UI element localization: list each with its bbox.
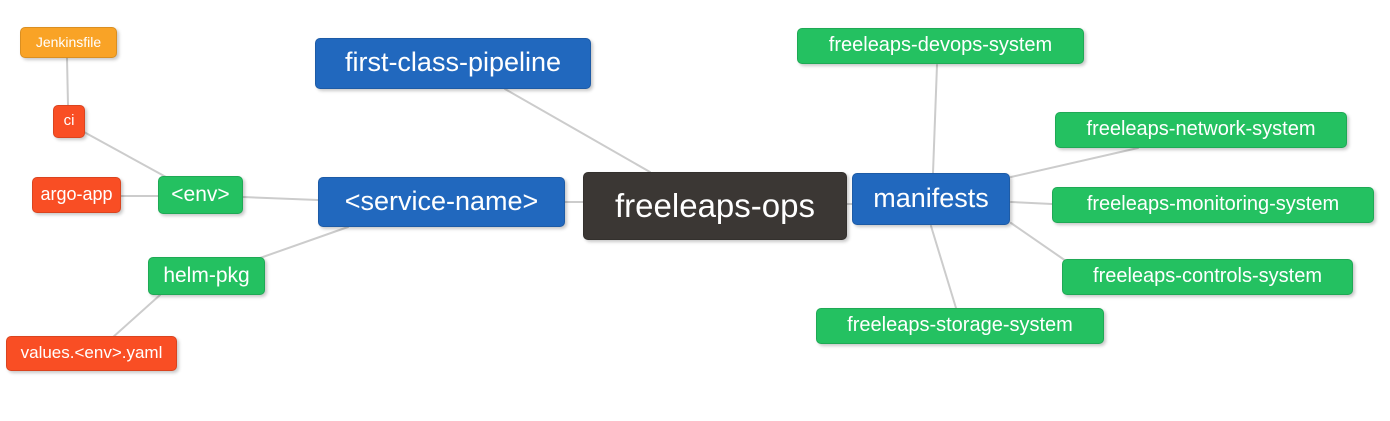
node-freeleaps-devops-system[interactable]: freeleaps-devops-system	[797, 28, 1084, 64]
edge-service-name-to-helm-pkg	[259, 226, 349, 259]
node-label-values-env-yaml: values.<env>.yaml	[20, 343, 163, 362]
node-freeleaps-storage-system[interactable]: freeleaps-storage-system	[816, 308, 1104, 344]
node-label-freeleaps-devops-system: freeleaps-devops-system	[828, 34, 1053, 56]
node-label-jenkinsfile: Jenkinsfile	[35, 33, 102, 50]
node-ci[interactable]: ci	[53, 105, 85, 138]
node-helm-pkg[interactable]: helm-pkg	[148, 257, 265, 295]
edge-manifests-to-freeleaps-devops-system	[932, 64, 938, 174]
node-service-name[interactable]: <service-name>	[318, 177, 565, 227]
node-argo-app[interactable]: argo-app	[32, 177, 121, 213]
node-label-service-name: <service-name>	[344, 185, 539, 216]
node-label-env: <env>	[171, 182, 230, 206]
node-label-freeleaps-controls-system: freeleaps-controls-system	[1093, 265, 1322, 287]
edge-manifests-to-freeleaps-monitoring-system	[1010, 201, 1053, 205]
node-freeleaps-network-system[interactable]: freeleaps-network-system	[1055, 112, 1347, 148]
node-label-ci: ci	[63, 112, 75, 129]
edge-manifests-to-freeleaps-storage-system	[930, 225, 957, 309]
node-freeleaps-ops[interactable]: freeleaps-ops	[583, 172, 847, 240]
node-values-env-yaml[interactable]: values.<env>.yaml	[6, 336, 177, 371]
node-label-freeleaps-monitoring-system: freeleaps-monitoring-system	[1086, 193, 1340, 215]
node-label-first-class-pipeline: first-class-pipeline	[344, 47, 562, 77]
node-freeleaps-monitoring-system[interactable]: freeleaps-monitoring-system	[1052, 187, 1374, 223]
node-freeleaps-controls-system[interactable]: freeleaps-controls-system	[1062, 259, 1353, 295]
node-first-class-pipeline[interactable]: first-class-pipeline	[315, 38, 591, 89]
node-jenkinsfile[interactable]: Jenkinsfile	[20, 27, 117, 58]
edge-manifests-to-freeleaps-controls-system	[1010, 222, 1067, 262]
node-label-argo-app: argo-app	[40, 184, 113, 204]
node-label-manifests: manifests	[873, 182, 989, 213]
edge-manifests-to-freeleaps-network-system	[1010, 147, 1139, 178]
edge-ci-to-env	[83, 131, 167, 178]
edge-first-class-pipeline-to-freeleaps-ops	[504, 88, 651, 173]
node-env[interactable]: <env>	[158, 176, 243, 214]
node-label-helm-pkg: helm-pkg	[163, 263, 250, 287]
node-manifests[interactable]: manifests	[852, 173, 1010, 225]
edge-env-to-service-name	[242, 196, 319, 201]
node-label-freeleaps-network-system: freeleaps-network-system	[1086, 118, 1316, 140]
edge-helm-pkg-to-values-env-yaml	[111, 294, 161, 339]
edge-jenkinsfile-to-ci	[66, 57, 69, 106]
node-label-freeleaps-ops: freeleaps-ops	[615, 186, 815, 224]
node-label-freeleaps-storage-system: freeleaps-storage-system	[847, 314, 1073, 336]
